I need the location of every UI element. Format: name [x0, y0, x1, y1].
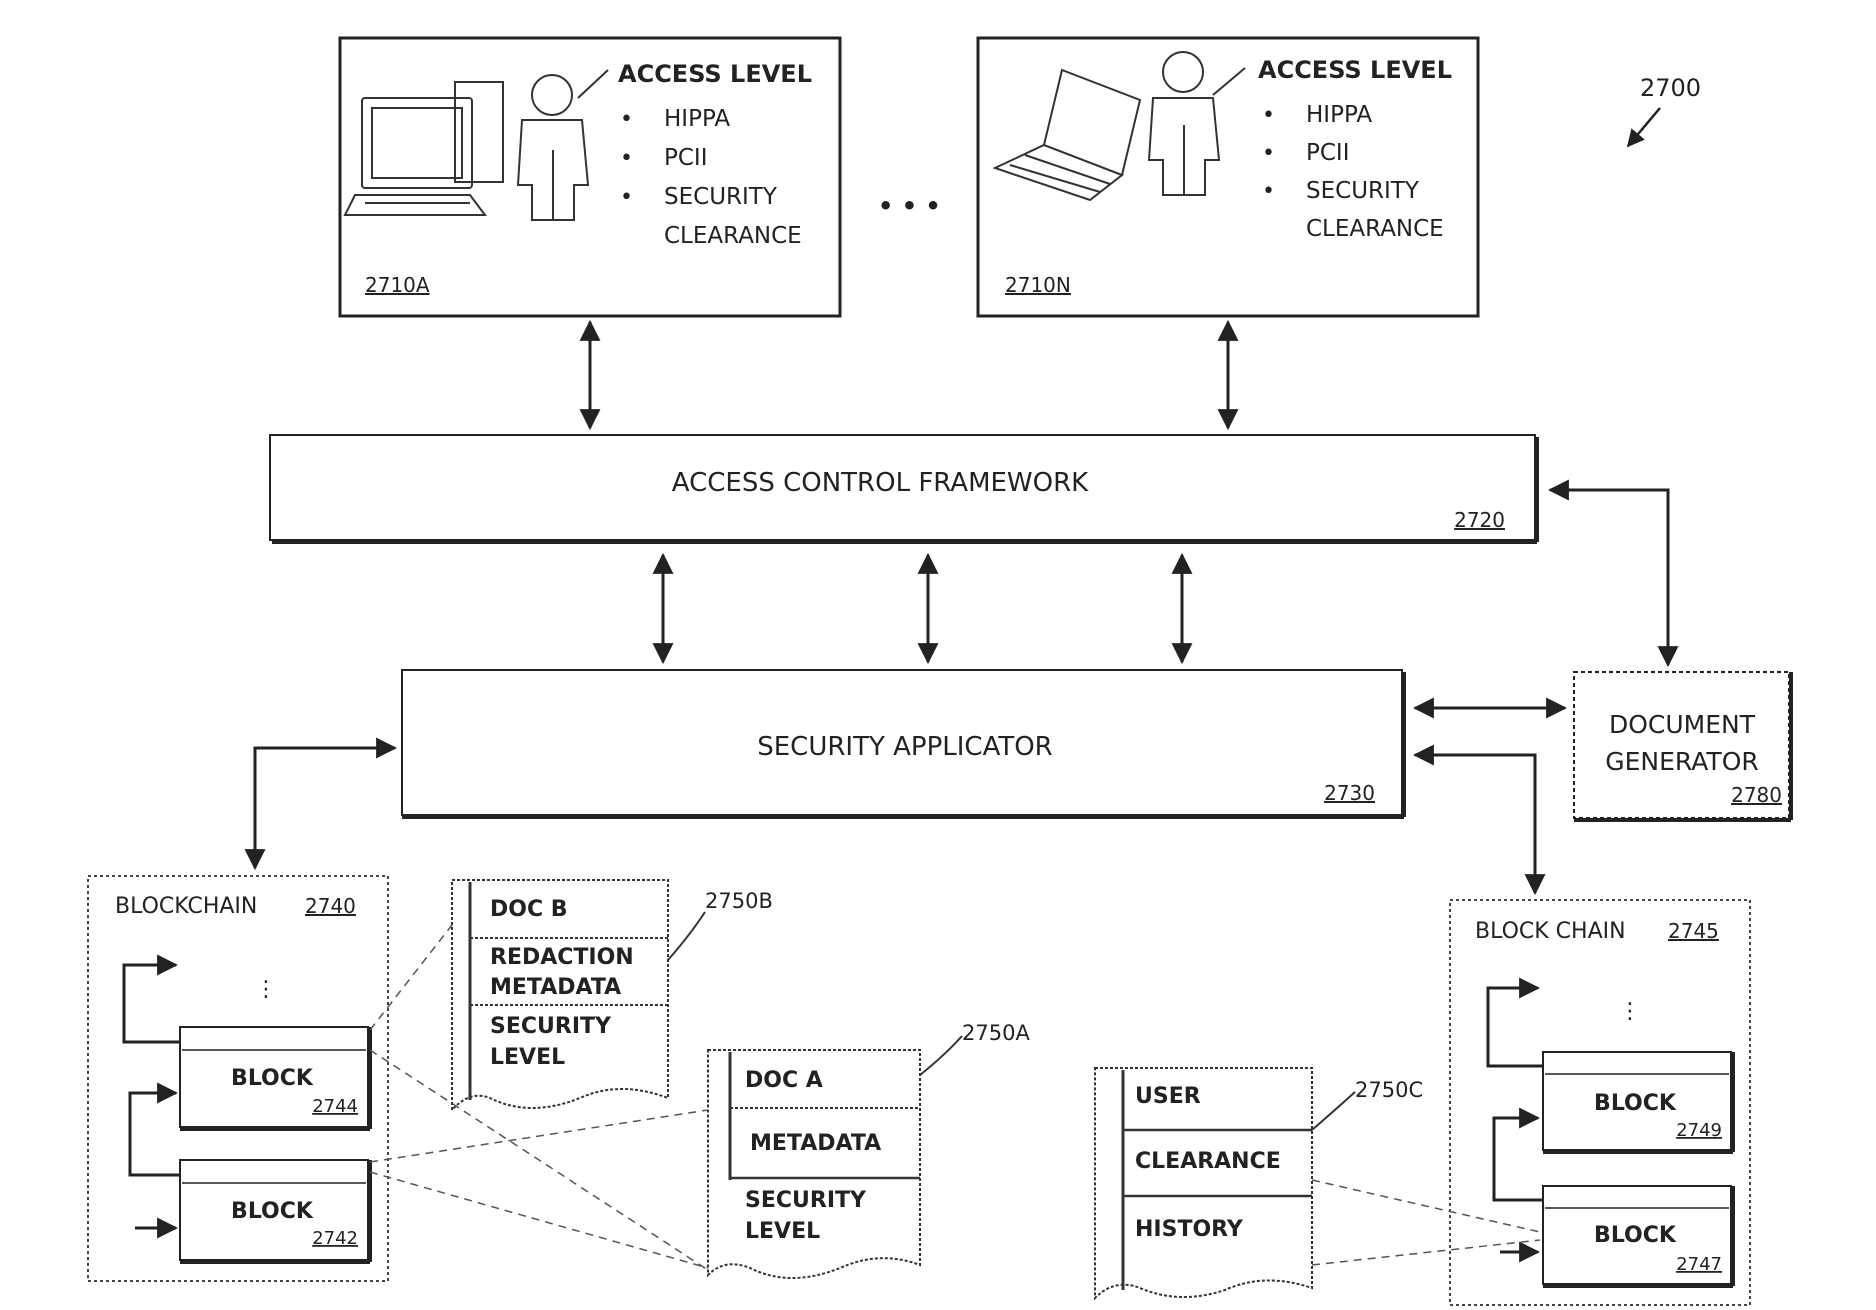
block-2747: BLOCK 2747 [1543, 1186, 1733, 1286]
blockchain-right-ref: 2745 [1668, 919, 1719, 943]
blockchain-left-dots: ⋮ [255, 977, 277, 1002]
block-2749-label: BLOCK [1594, 1091, 1677, 1116]
doc-a-title: DOC A [745, 1068, 823, 1093]
access-item-hippa-a: HIPPA [664, 106, 730, 132]
arrow-applicator-blockchain-right [1415, 755, 1535, 893]
document-generator-line2: GENERATOR [1605, 747, 1759, 776]
block-2744-ref: 2744 [312, 1096, 358, 1117]
svg-text:•: • [620, 185, 633, 210]
block-2742-ref: 2742 [312, 1228, 358, 1249]
access-item-security-a: SECURITY [664, 184, 778, 210]
doc-c-user: USER [1135, 1084, 1201, 1109]
doc-b-metadata: METADATA [490, 975, 621, 1000]
doc-c-ref: 2750C [1355, 1078, 1423, 1102]
doc-b-ref: 2750B [705, 889, 773, 913]
client-box-n: ACCESS LEVEL • HIPPA • PCII • SECURITY C… [978, 38, 1478, 316]
doc-c-clearance: CLEARANCE [1135, 1149, 1281, 1174]
security-applicator-ref: 2730 [1324, 781, 1375, 805]
block-2749-ref: 2749 [1676, 1120, 1722, 1141]
client-ref-n: 2710N [1005, 273, 1071, 297]
blockchain-right-dots: ⋮ [1619, 999, 1641, 1024]
document-doc-c: USER CLEARANCE HISTORY 2750C [1095, 1068, 1423, 1298]
doc-b-security: SECURITY [490, 1014, 612, 1039]
figure-ref: 2700 [1640, 74, 1701, 102]
client-ref-a: 2710A [365, 273, 430, 297]
assoc-block2742-doca-top [370, 1110, 708, 1162]
security-applicator-box: SECURITY APPLICATOR 2730 [402, 670, 1404, 817]
svg-text:•: • [620, 146, 633, 171]
svg-text:•: • [1262, 103, 1275, 128]
access-item-pcii-a: PCII [664, 145, 708, 171]
block-2744: BLOCK 2744 [180, 1027, 370, 1129]
doc-a-metadata: METADATA [750, 1131, 881, 1156]
blockchain-left-ref: 2740 [305, 894, 356, 918]
block-2744-label: BLOCK [231, 1066, 314, 1091]
doc-b-level: LEVEL [490, 1045, 565, 1070]
access-level-heading-n: ACCESS LEVEL [1258, 56, 1452, 84]
access-control-framework-box: ACCESS CONTROL FRAMEWORK 2720 [270, 435, 1537, 542]
access-item-clearance-n: CLEARANCE [1306, 216, 1444, 242]
blockchain-left-label: BLOCKCHAIN [115, 894, 257, 919]
doc-a-security: SECURITY [745, 1188, 867, 1213]
doc-a-ref: 2750A [962, 1021, 1030, 1045]
block-2742-label: BLOCK [231, 1199, 314, 1224]
access-item-hippa-n: HIPPA [1306, 102, 1372, 128]
block-2747-ref: 2747 [1676, 1254, 1722, 1275]
blockchain-left: BLOCKCHAIN 2740 ⋮ BLOCK 2744 BLOCK 2742 [88, 876, 388, 1281]
arrow-applicator-blockchain-left [255, 748, 395, 868]
access-item-clearance-a: CLEARANCE [664, 223, 802, 249]
document-generator-line1: DOCUMENT [1609, 710, 1756, 739]
doc-c-history: HISTORY [1135, 1217, 1244, 1242]
security-applicator-label: SECURITY APPLICATOR [757, 732, 1053, 762]
access-item-pcii-n: PCII [1306, 140, 1350, 166]
doc-a-level: LEVEL [745, 1219, 820, 1244]
client-box-a: ACCESS LEVEL • HIPPA • PCII • SECURITY C… [340, 38, 840, 316]
block-2749: BLOCK 2749 [1543, 1052, 1733, 1152]
blockchain-right-label: BLOCK CHAIN [1475, 919, 1626, 944]
arrow-framework-docgen [1550, 490, 1668, 665]
document-doc-a: DOC A METADATA SECURITY LEVEL 2750A [708, 1021, 1030, 1278]
document-generator-ref: 2780 [1731, 783, 1782, 807]
access-control-label: ACCESS CONTROL FRAMEWORK [672, 468, 1089, 498]
access-control-ref: 2720 [1454, 508, 1505, 532]
access-item-security-n: SECURITY [1306, 178, 1420, 204]
block-2742: BLOCK 2742 [180, 1160, 370, 1262]
assoc-block2742-doca-bottom [370, 1172, 708, 1268]
document-generator-box: DOCUMENT GENERATOR 2780 [1574, 672, 1791, 820]
figure-ref-arrow [1628, 108, 1660, 146]
doc-b-title: DOC B [490, 897, 568, 922]
block-2747-label: BLOCK [1594, 1223, 1677, 1248]
svg-text:•: • [1262, 141, 1275, 166]
doc-b-redaction: REDACTION [490, 945, 634, 970]
access-level-heading-a: ACCESS LEVEL [618, 60, 812, 88]
client-ellipsis: • • • [878, 192, 941, 220]
svg-text:•: • [620, 107, 633, 132]
svg-text:•: • [1262, 179, 1275, 204]
